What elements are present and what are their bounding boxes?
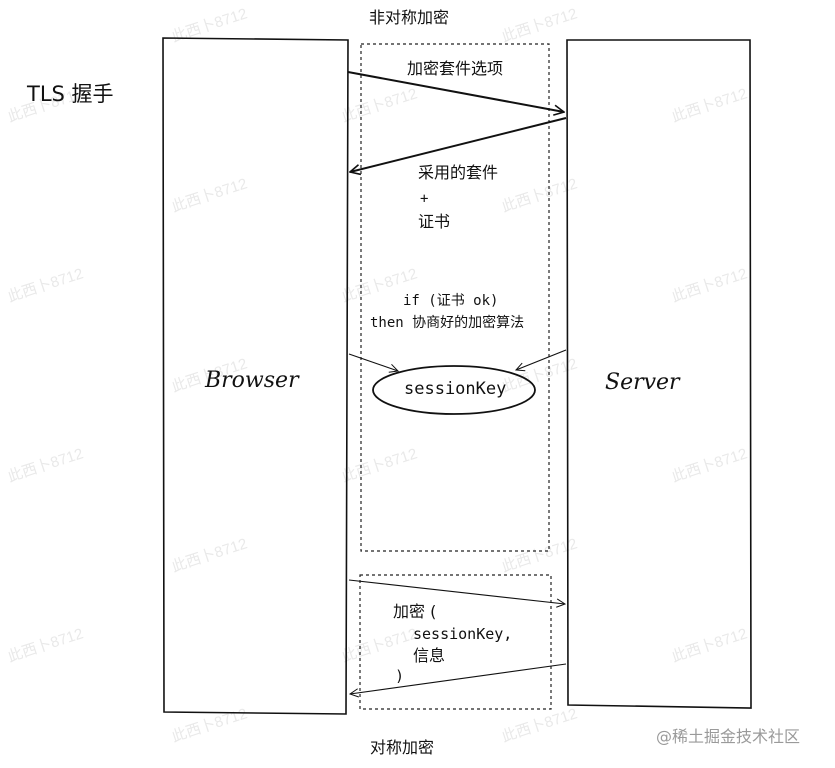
browser-box [162, 37, 349, 715]
session-key-label: sessionKey [404, 379, 507, 399]
symmetric-label: 对称加密 [370, 738, 435, 757]
condition-line-1: if (证书 ok) [403, 293, 499, 309]
brand-watermark: @稀土掘金技术社区 [656, 727, 801, 746]
plus-label: + [420, 191, 429, 207]
browser-label: Browser [205, 368, 299, 393]
server-label: Server [605, 370, 680, 395]
certificate-label: 证书 [418, 212, 451, 231]
encrypt-line-3: 信息 [413, 646, 446, 665]
condition-line-2: then 协商好的加密算法 [370, 315, 525, 331]
session-key-ellipse [372, 365, 536, 415]
diagram-title: TLS 握手 [27, 82, 114, 106]
encrypt-line-4: ) [395, 667, 405, 685]
arrow-encrypted-to-browser [350, 663, 567, 694]
server-box [566, 39, 752, 709]
arrow-server-to-key [516, 349, 567, 370]
chosen-suite-label: 采用的套件 [418, 163, 499, 182]
asymmetric-label: 非对称加密 [369, 8, 450, 27]
arrow-browser-to-key [348, 353, 398, 371]
arrow-cipher-options [347, 71, 564, 112]
cipher-options-label: 加密套件选项 [407, 59, 504, 78]
asymmetric-region [360, 43, 550, 552]
encrypt-line-1: 加密 ( [393, 602, 437, 621]
encrypt-line-2: sessionKey, [413, 625, 513, 643]
symmetric-region [359, 574, 552, 710]
arrow-encrypted-to-server [348, 579, 565, 604]
arrow-chosen-suite [350, 117, 567, 172]
